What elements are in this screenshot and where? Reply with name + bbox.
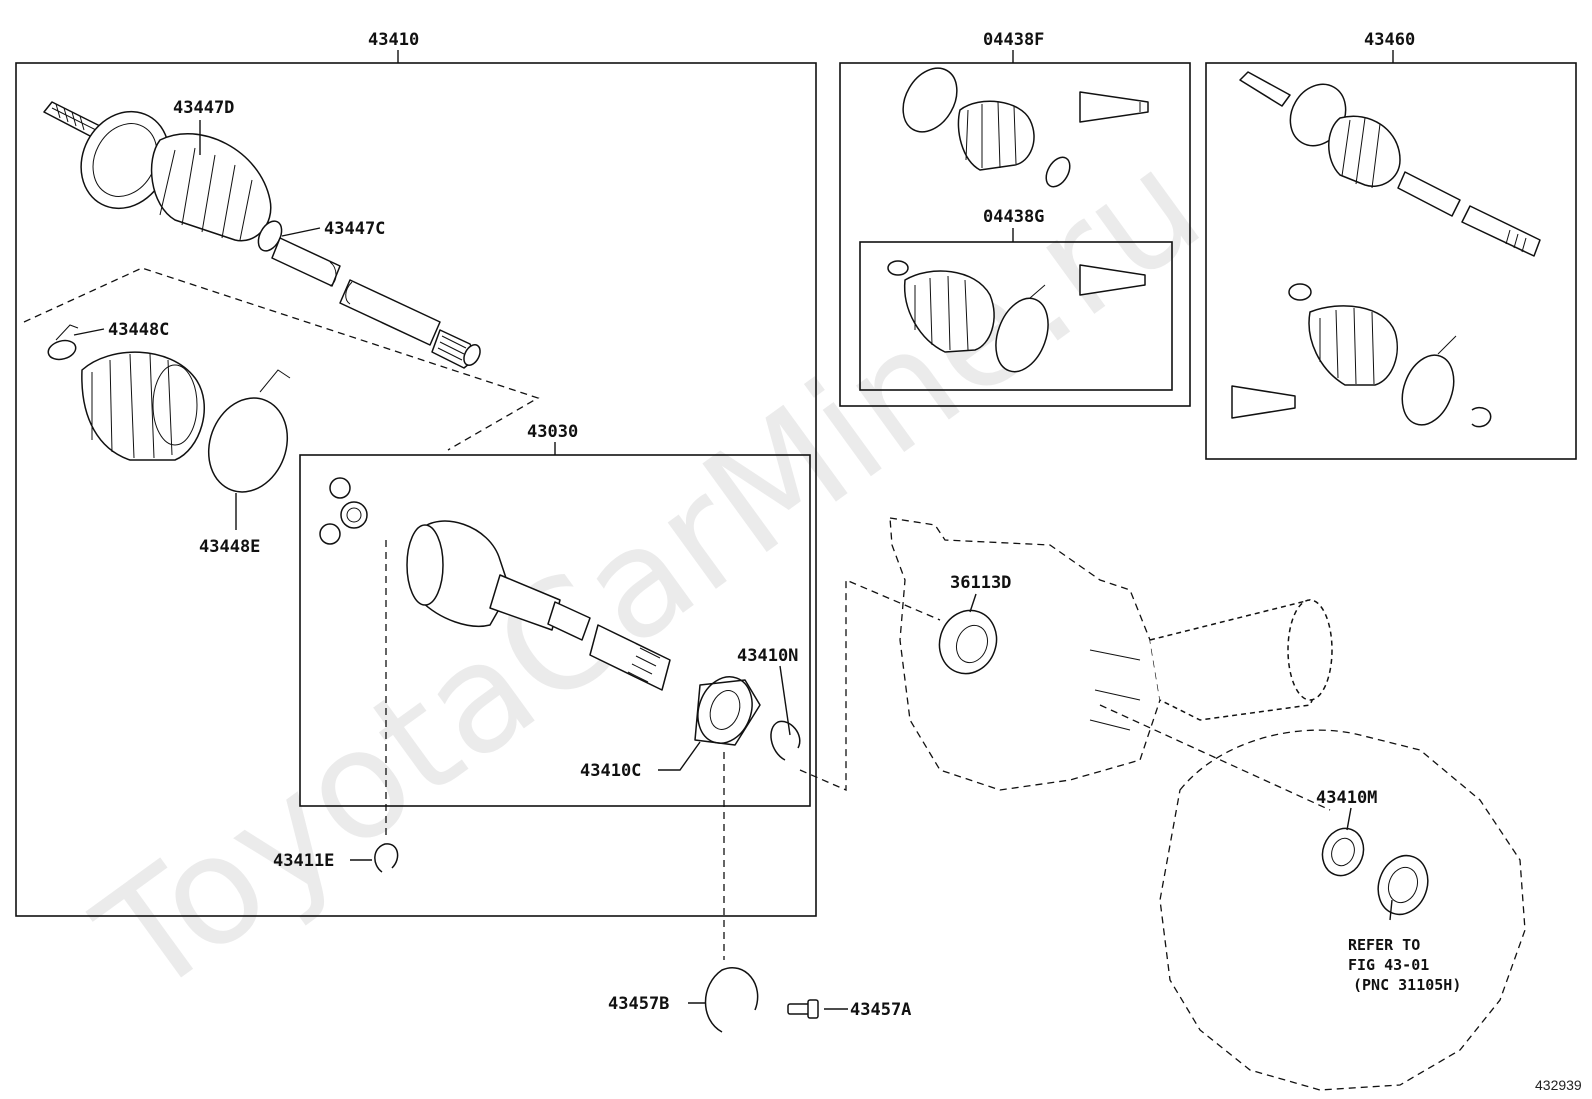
retainer-ring-43457B (704, 967, 759, 1033)
drive-shaft-assembly (43, 101, 481, 369)
label-43410C[interactable]: 43410C (580, 761, 641, 781)
label-43447C[interactable]: 43447C (324, 219, 385, 239)
label-36113D[interactable]: 36113D (950, 573, 1011, 593)
rh-assembly-frame (1205, 50, 1577, 460)
inner-boot-kit-parts (887, 260, 1146, 373)
inner-boot-kit-frame (859, 228, 1173, 391)
note-refer-to: REFER TO (1348, 936, 1420, 954)
label-04438F[interactable]: 04438F (983, 30, 1044, 50)
label-43457B[interactable]: 43457B (608, 994, 669, 1014)
label-43457A[interactable]: 43457A (850, 1000, 911, 1020)
main-assembly-frame (15, 50, 817, 917)
label-04438G[interactable]: 04438G (983, 207, 1044, 227)
transaxle-guide (799, 579, 941, 791)
boot-kit-outline (23, 267, 540, 451)
label-43448E[interactable]: 43448E (199, 537, 260, 557)
watermark: ToyotaCarMine.ru (68, 118, 1231, 1030)
snap-ring-43411E (374, 843, 399, 873)
label-43410M[interactable]: 43410M (1316, 788, 1377, 808)
label-43410N[interactable]: 43410N (737, 646, 798, 666)
note-pnc: (PNC 31105H) (1353, 976, 1461, 994)
figure-number: 432939 (1535, 1077, 1582, 1093)
outer-boot-kit-frame (839, 50, 1191, 407)
label-43448C[interactable]: 43448C (108, 320, 169, 340)
seal-guide (1099, 704, 1331, 811)
transfer-case-callout (1159, 729, 1526, 1091)
leader-lines (73, 120, 1393, 1010)
label-43460[interactable]: 43460 (1364, 30, 1415, 50)
label-43411E[interactable]: 43411E (273, 851, 334, 871)
inner-joint-43030 (319, 477, 801, 761)
rh-drive-shaft (1231, 71, 1541, 428)
bolt-43457A (787, 999, 819, 1019)
inner-joint-frame (299, 442, 811, 807)
transaxle-case (889, 517, 1333, 791)
inner-boot-43448 (47, 324, 291, 493)
note-fig[interactable]: FIG 43-01 (1348, 956, 1429, 974)
label-43410[interactable]: 43410 (368, 30, 419, 50)
label-43447D[interactable]: 43447D (173, 98, 234, 118)
label-43030[interactable]: 43030 (527, 422, 578, 442)
outer-boot-kit-parts (902, 67, 1149, 188)
